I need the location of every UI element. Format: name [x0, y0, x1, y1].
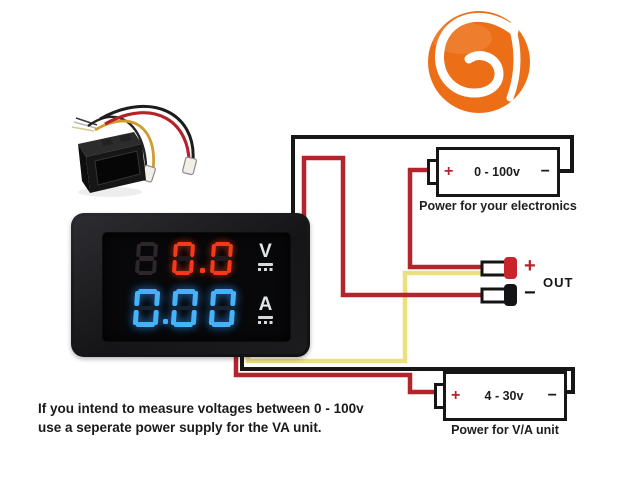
module-wire-strand [71, 126, 95, 132]
seven-seg-digit [208, 289, 237, 327]
panel-meter: V A [71, 213, 310, 357]
module-wire-red [104, 111, 191, 165]
seven-seg-digit [170, 289, 199, 327]
out-plus-sign: + [524, 255, 536, 277]
wire-black-meter-to-psu-top [291, 135, 574, 224]
module-connector-2 [182, 156, 197, 176]
dc-symbol [258, 316, 273, 324]
brand-logo-a [428, 11, 530, 113]
module-wire-strand [75, 117, 98, 126]
note-line-2: use a seperate power supply for the VA u… [38, 419, 322, 435]
dc-symbol [258, 263, 273, 271]
volt-digits [134, 242, 234, 275]
volt-unit: V [258, 242, 273, 271]
seven-seg-digit [209, 242, 234, 275]
module-body-side [78, 144, 90, 193]
amp-digits [132, 289, 237, 327]
note-text: If you intend to measure voltages betwee… [38, 400, 364, 437]
psu-electronics-caption: Power for your electronics [419, 199, 577, 213]
psu-electronics-minus: − [540, 163, 550, 180]
module-wire-black [99, 104, 195, 161]
psu-va-range: 4 - 30v [484, 389, 524, 403]
psu-va-terminal-tab [434, 383, 446, 409]
meter-display: V A [103, 233, 290, 341]
wire-red-psu-top-to-out-plus [407, 167, 484, 270]
out-minus-sign: − [524, 282, 536, 304]
module-photo [71, 104, 197, 197]
decimal-point [163, 319, 168, 324]
logo-a-cutout [435, 12, 519, 98]
wire-black-meter-to-psu-bottom [240, 346, 575, 394]
seven-seg-digit [134, 242, 159, 275]
out-plus-connector [480, 257, 517, 279]
out-label: OUT [543, 275, 574, 290]
psu-electronics-range: 0 - 100v [474, 165, 520, 179]
volt-unit-letter: V [259, 241, 272, 262]
psu-electronics-plus: + [444, 163, 454, 180]
out-minus-connector [480, 284, 517, 306]
wire-red-meter-to-out-minus [301, 155, 484, 298]
amp-unit-letter: A [258, 294, 273, 315]
module-wire-black-thin [87, 115, 148, 169]
amp-unit: A [258, 295, 273, 324]
psu-va-plus: + [451, 387, 461, 404]
module-wire-strand [73, 121, 97, 129]
psu-va-minus: − [547, 387, 557, 404]
module-body-window [94, 150, 141, 186]
wire-red-meter-to-psu-bottom [233, 346, 440, 395]
module-clip [119, 134, 131, 142]
logo-a-stem-slit [506, 22, 521, 102]
module-clip [101, 138, 113, 146]
psu-electronics-box: + 0 - 100v − [427, 147, 560, 197]
psu-va-box: + 4 - 30v − [434, 371, 567, 421]
seven-seg-digit [171, 242, 196, 275]
note-line-1: If you intend to measure voltages betwee… [38, 401, 364, 416]
psu-electronics-terminal-tab [427, 159, 439, 185]
decimal-point [200, 268, 205, 273]
seven-seg-digit [132, 289, 161, 327]
psu-va-caption: Power for V/A unit [451, 423, 559, 437]
